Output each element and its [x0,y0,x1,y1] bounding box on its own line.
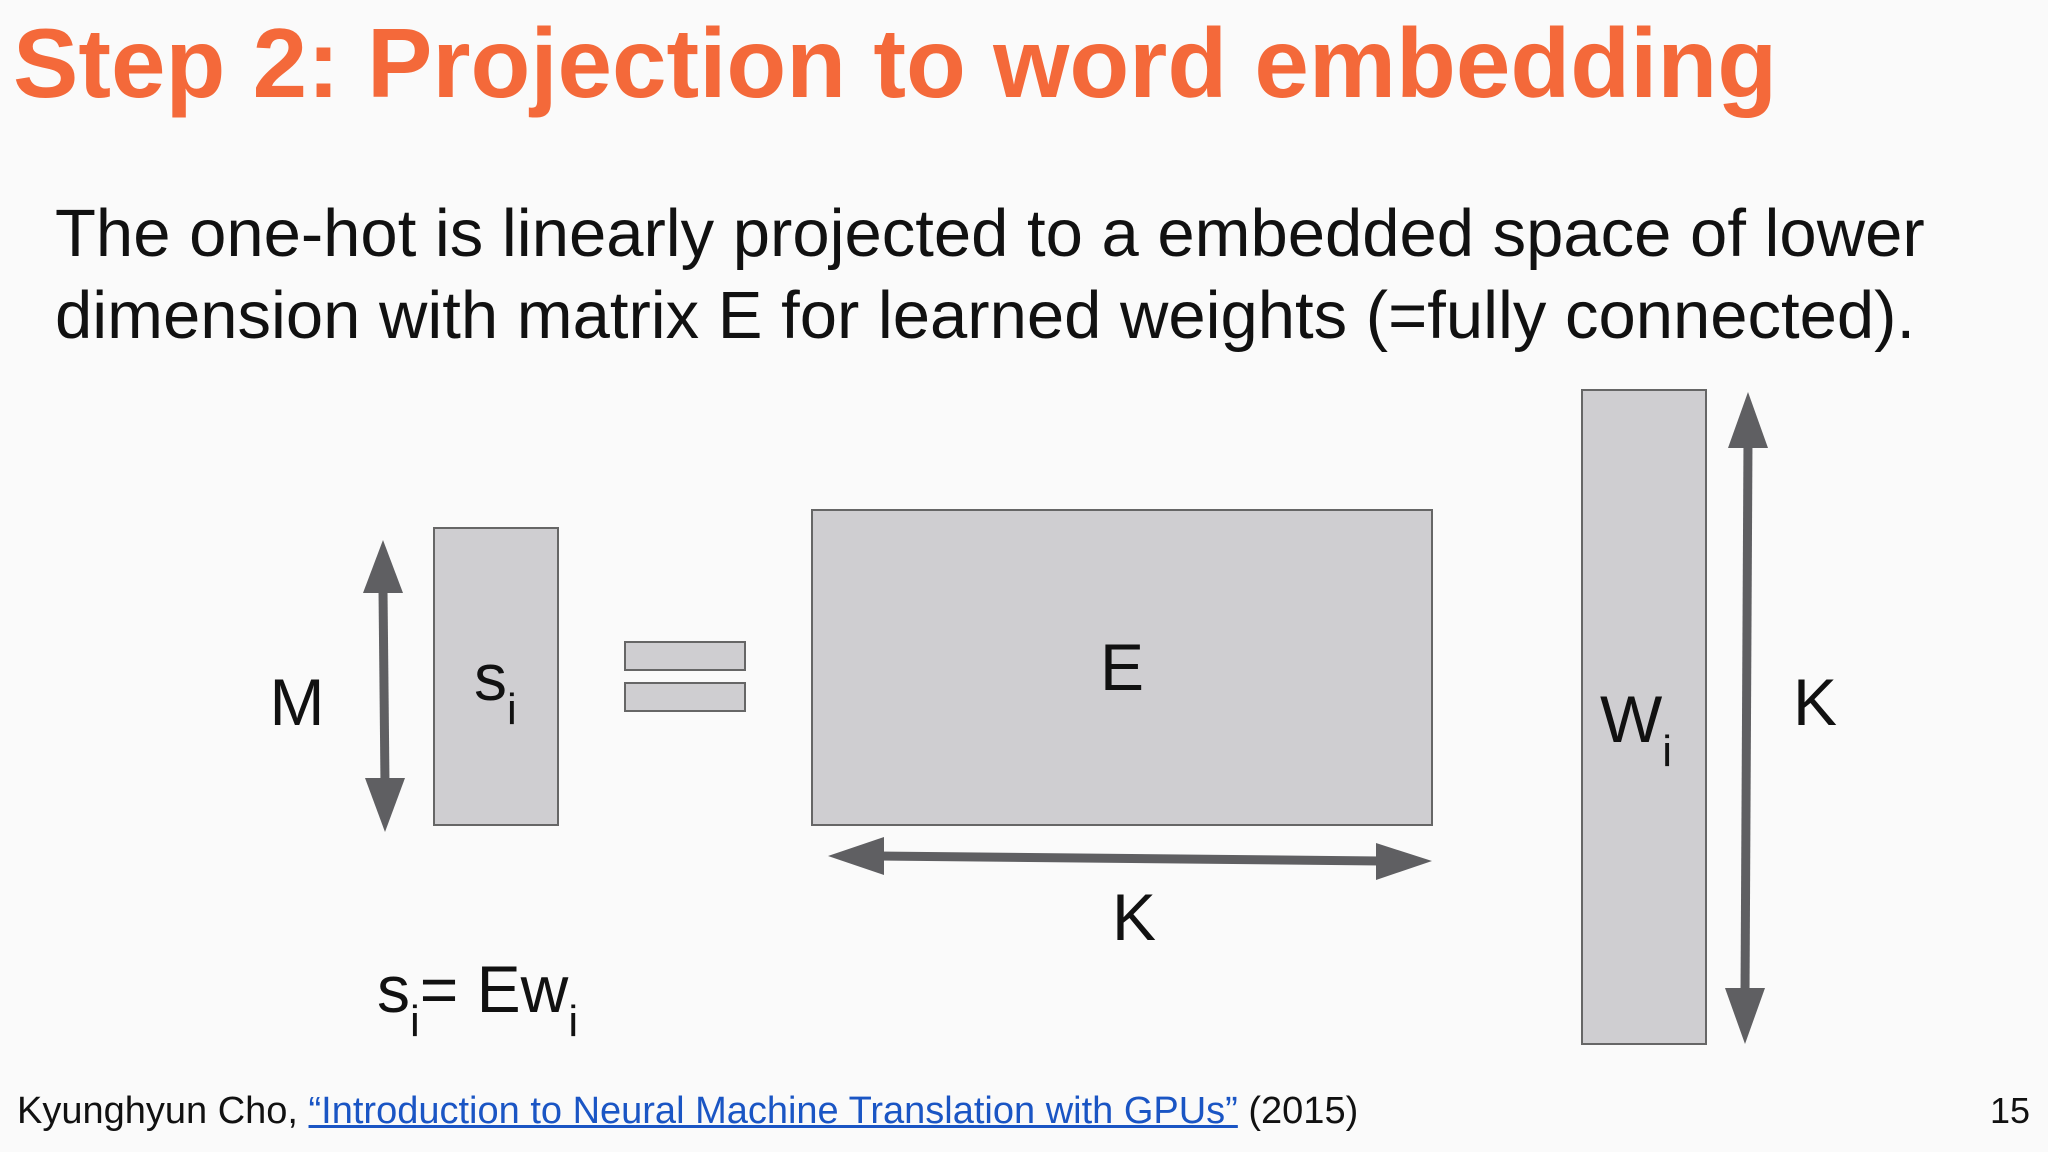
e-matrix-box [811,509,1433,826]
w-vector-label: Wi [1600,682,1672,776]
s-vector-box [433,527,559,826]
equation: si= Ewi [377,952,578,1046]
body-text: The one-hot is linearly projected to a e… [55,193,2045,357]
slide-number: 15 [1989,1090,2030,1131]
k-height-label: K [1793,665,1837,739]
equation-mid: = Ew [420,952,569,1026]
equals-sign [624,641,746,712]
citation: Kyunghyun Cho, “Introduction to Neural M… [17,1090,1358,1133]
equation-s: s [377,952,410,1026]
w-vector-box [1581,389,1707,1045]
w-label-main: W [1600,682,1663,756]
equation-sub-2: i [568,997,578,1046]
citation-author: Kyunghyun Cho, [17,1090,309,1132]
k-width-label: K [1112,880,1156,954]
m-dimension-label: M [270,665,325,739]
equation-sub-1: i [410,997,420,1046]
citation-link[interactable]: “Introduction to Neural Machine Translat… [308,1090,1238,1132]
slide-title: Step 2: Projection to word embedding [13,8,1778,118]
k-horizontal-arrow [828,837,1432,880]
s-label-subscript: i [507,685,517,734]
citation-year: (2015) [1237,1090,1359,1132]
s-vector-label: si [474,640,517,734]
body-line-1: The one-hot is linearly projected to a e… [55,196,1925,271]
w-label-subscript: i [1662,727,1672,776]
k-vertical-arrow [1725,392,1768,1044]
s-label-main: s [474,640,507,714]
body-line-2: dimension with matrix E for learned weig… [55,278,1916,353]
e-matrix-label: E [1100,630,1144,704]
m-dimension-arrow [363,540,405,832]
